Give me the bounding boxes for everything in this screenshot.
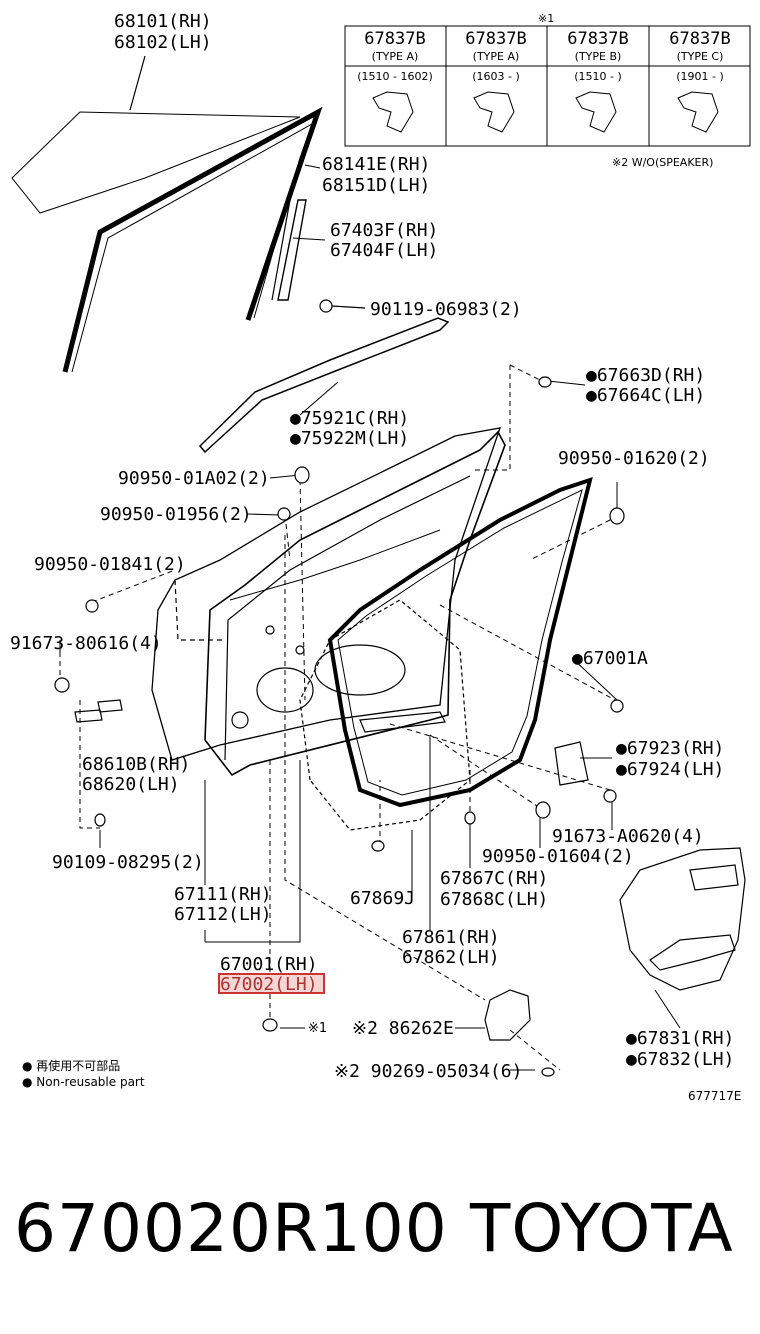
table-mark: ※1 xyxy=(538,12,554,25)
label-90950-01604: 90950-01604(2) xyxy=(482,846,634,867)
footer-brand: TOYOTA xyxy=(470,1190,734,1267)
table-range-0: (1510 - 1602) xyxy=(357,70,433,83)
table-part-1: 67837B xyxy=(465,29,526,49)
clip-icon xyxy=(473,91,515,133)
label-90950-01620: 90950-01620(2) xyxy=(558,448,710,469)
bolt-90119 xyxy=(319,299,333,313)
service-hole xyxy=(256,667,314,713)
door-weatherstrip xyxy=(327,476,593,808)
label-67001: 67001(RH) xyxy=(220,954,318,975)
label-67001A: ●67001A xyxy=(572,648,648,669)
label-68620: 68620(LH) xyxy=(82,774,180,795)
bolt-91673-80616 xyxy=(54,677,70,693)
label-mark1: ※1 xyxy=(308,1021,327,1036)
label-75921C: ●75921C(RH) xyxy=(290,408,409,429)
label-91673-80616: 91673-80616(4) xyxy=(10,633,162,654)
plug-90950-01604 xyxy=(535,801,551,819)
label-67663D: ●67663D(RH) xyxy=(586,365,705,386)
door-hinge-lower xyxy=(74,709,103,723)
bolt-67001A xyxy=(610,699,624,713)
figure-id: 677717E xyxy=(688,1089,741,1103)
label-67403F: 67403F(RH) xyxy=(330,220,438,241)
screw-90269-05034 xyxy=(541,1067,555,1077)
clip-67837B xyxy=(262,1018,278,1032)
label-67923: ●67923(RH) xyxy=(616,738,724,759)
label-67002: 67002(LH) xyxy=(220,974,318,995)
applicability-table: ※1 67837B(TYPE A)(1510 - 1602)67837B(TYP… xyxy=(344,12,751,169)
label-67868C: 67868C(LH) xyxy=(440,889,548,910)
label-91673-A0620: 91673-A0620(4) xyxy=(552,826,704,847)
table-part-2: 67837B xyxy=(567,29,628,49)
label-90109: 90109-08295(2) xyxy=(52,852,204,873)
label-67404F: 67404F(LH) xyxy=(330,240,438,261)
clip-90950-01956 xyxy=(277,507,291,521)
clip-icon xyxy=(677,91,719,133)
legend-en: ● Non-reusable part xyxy=(22,1075,145,1089)
label-67861: 67861(RH) xyxy=(402,927,500,948)
label-86262E: ※2 86262E xyxy=(352,1018,454,1039)
door-glass xyxy=(11,111,301,214)
label-68101: 68101(RH) xyxy=(114,11,212,32)
glass-run-channel xyxy=(62,106,323,373)
belt-molding xyxy=(198,317,450,454)
table-type-2: (TYPE B) xyxy=(575,50,622,63)
legend-jp: ● 再使用不可部品 xyxy=(22,1058,120,1073)
door-trim-panel xyxy=(619,847,746,991)
table-type-3: (TYPE C) xyxy=(677,50,724,63)
table-part-0: 67837B xyxy=(364,29,425,49)
label-67831: ●67831(RH) xyxy=(626,1028,734,1049)
footer-part-number: 670020R100 xyxy=(14,1190,448,1267)
clip-icon xyxy=(575,91,617,133)
label-67867C: 67867C(RH) xyxy=(440,868,548,889)
door-inner-frame xyxy=(204,430,506,777)
plug-90950-01620 xyxy=(609,507,625,525)
highlight-67002 xyxy=(218,973,325,994)
door-hinge-upper xyxy=(97,699,123,713)
clip-icon xyxy=(372,91,414,133)
label-68102: 68102(LH) xyxy=(114,32,212,53)
door-panel xyxy=(151,427,501,761)
table-part-3: 67837B xyxy=(669,29,730,49)
clip-67663D xyxy=(538,376,552,388)
glass-leader xyxy=(129,55,146,111)
rear-lower-frame xyxy=(277,199,307,301)
label-67924: ●67924(LH) xyxy=(616,759,724,780)
bolt-91673-A0620 xyxy=(603,789,617,803)
label-67112: 67112(LH) xyxy=(174,904,272,925)
label-90950-01A02: 90950-01A02(2) xyxy=(118,468,270,489)
table-type-1: (TYPE A) xyxy=(473,50,520,63)
label-67869J: 67869J xyxy=(350,888,415,909)
label-90950-01956: 90950-01956(2) xyxy=(100,504,252,525)
label-90269: ※2 90269-05034(6) xyxy=(334,1061,522,1082)
table-range-1: (1603 - ) xyxy=(472,70,520,83)
legend: ● 再使用不可部品 ● Non-reusable part xyxy=(22,1058,145,1089)
clip-67869J xyxy=(371,840,385,852)
service-hole-cover xyxy=(299,599,471,831)
plug-90950-01841 xyxy=(85,599,99,613)
table-type-0: (TYPE A) xyxy=(372,50,419,63)
label-67111: 67111(RH) xyxy=(174,884,272,905)
label-75922M: ●75922M(LH) xyxy=(290,428,409,449)
bolt-90109-08295 xyxy=(94,813,106,827)
label-90119: 90119-06983(2) xyxy=(370,299,522,320)
label-68610B: 68610B(RH) xyxy=(82,754,190,775)
label-68141E: 68141E(RH) xyxy=(322,154,430,175)
labels: 68101(RH) 68102(LH) 68141E(RH) 68151D(LH… xyxy=(10,11,734,1082)
table-range-2: (1510 - ) xyxy=(574,70,622,83)
clip-67867C xyxy=(464,811,476,825)
door-check xyxy=(554,741,589,786)
table-range-3: (1901 - ) xyxy=(676,70,724,83)
grommet-90950-01A02 xyxy=(294,466,310,484)
speaker-cover xyxy=(484,989,531,1041)
table-note: ※2 W/O(SPEAKER) xyxy=(612,156,713,169)
label-67862: 67862(LH) xyxy=(402,947,500,968)
label-68151D: 68151D(LH) xyxy=(322,175,430,196)
label-90950-01841: 90950-01841(2) xyxy=(34,554,186,575)
label-67664C: ●67664C(LH) xyxy=(586,385,705,406)
label-67832: ●67832(LH) xyxy=(626,1049,734,1070)
